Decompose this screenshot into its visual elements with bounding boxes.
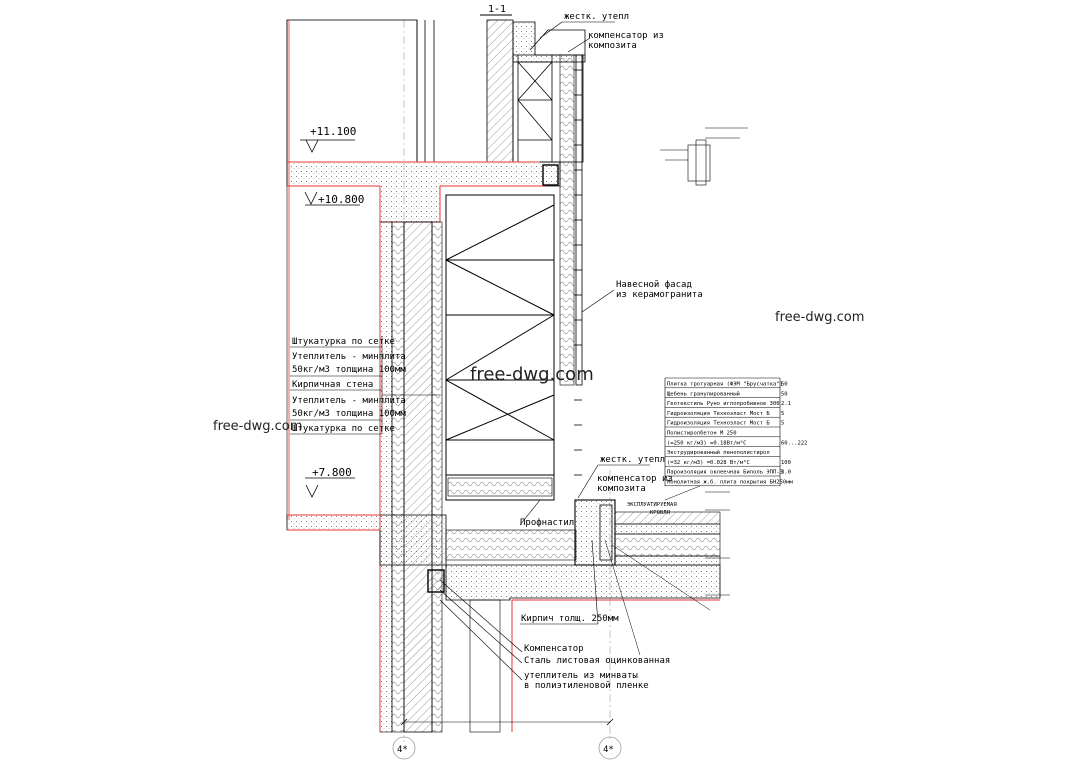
roof-layer-name: Плитка тротуарная (ФЭМ "Брусчатка") [667, 382, 783, 388]
floor-slab-upper [286, 161, 561, 223]
compensator-block [427, 569, 445, 593]
legend-line: 50кг/м3 толщина 100мм [292, 409, 406, 419]
roof-layer-name: Монолитная ж.б. плита покрытия БН250мм [667, 479, 794, 486]
callout-compensator-mid: компенсатор из композита [597, 474, 673, 494]
wall-plaster-left [379, 221, 393, 733]
upper-truss [517, 55, 553, 162]
facade-insulation [559, 54, 575, 386]
corrugated-deck [445, 529, 577, 561]
level-mark-10800: +10.800 [304, 191, 364, 206]
brick-wall [403, 221, 433, 733]
roof-layer-value: 2.1 [781, 401, 791, 407]
roof-layer-name: Геотекстиль Руно иглопробивное 300 [667, 400, 780, 407]
watermark: free-dwg.com [470, 364, 594, 385]
parapet-flashing [529, 29, 586, 55]
callout-facade: Навесной фасад из керамогранита [581, 280, 703, 313]
level-label: +7.800 [312, 466, 352, 479]
callout-text: ЭКСПЛУАТИРУЕМАЯ [627, 502, 677, 508]
callout-rigid-top: жестк. утепл [539, 12, 629, 39]
roof-slab-red [511, 599, 720, 732]
interior-frame [286, 19, 435, 520]
roof-parapet-core [599, 504, 613, 561]
roof-buildup [614, 511, 721, 566]
parapet-cap [512, 21, 586, 63]
roof-layers-table: Плитка тротуарная (ФЭМ "Брусчатка")50Щеб… [664, 377, 808, 501]
roof-slab [445, 564, 721, 601]
legend-line: Штукатурка по сетке [292, 337, 395, 347]
roof-layer-value: 60...222 [781, 440, 808, 446]
legend-line: Штукатурка по сетке [292, 424, 395, 434]
roof-layer-value: 100 [781, 460, 791, 466]
dim-tick-left [400, 718, 408, 726]
callout-text: компенсатор из [588, 31, 664, 41]
callout-text: Навесной фасад [616, 280, 692, 290]
wall-insulation-right [431, 221, 443, 733]
roof-layer-value: 5 [781, 421, 784, 427]
legend-line: Утеплитель - минплита [292, 396, 406, 406]
floor-slab-lower-red [287, 514, 380, 531]
facade-ticks [574, 69, 582, 476]
roof-parapet [574, 499, 616, 566]
callout-text: Сталь листовая оцинкованная [524, 656, 670, 666]
roof-layer-name: Полистиролбетон М 250 [667, 430, 737, 437]
axis-label-right: 4* [603, 745, 614, 755]
legend-line: 50кг/м3 толщина 100мм [292, 365, 406, 375]
truss-bottom-insulation [447, 477, 553, 497]
level-label: +10.800 [318, 193, 364, 206]
legend-line: Утеплитель - минплита [292, 352, 406, 362]
callout-text: Профнастил [520, 518, 574, 528]
roof-layer-name: Гидроизоляция Техноэласт Мост Б [667, 421, 770, 427]
callout-rigid-mid: жестк. утепл [577, 455, 665, 499]
roof-layer-value: 3.0 [781, 470, 791, 476]
dim-tick-right [606, 718, 614, 726]
roof-layer-name: (=250 кг/м3) =0.18Вт/м°С [667, 440, 746, 446]
callout-text: в полиэтиленовой пленке [524, 681, 649, 691]
section-title: 1-1 [488, 4, 506, 15]
legend-line: Кирпичная стена [292, 380, 373, 390]
level-mark-7800: +7.800 [305, 466, 355, 498]
callout-text: композита [588, 41, 637, 51]
wall-legend: Штукатурка по сетке Утеплитель - минплит… [290, 336, 440, 435]
roof-layer-name: (=32 кг/м3) =0.028 Вт/м°С [667, 460, 750, 466]
level-label: +11.100 [310, 125, 356, 138]
roof-layer-name: Гидроизоляция Техноэласт Мост Б [667, 411, 770, 417]
watermark: free-dwg.com [213, 419, 302, 434]
roof-layer-value: 5 [781, 411, 784, 417]
roof-layer-value: 50 [781, 391, 788, 397]
roof-layer-name: Пароизоляция оклеечная Биполь ЭПП-3 [667, 470, 783, 476]
mini-detail [660, 127, 748, 186]
slab-edge-bracket [542, 164, 559, 186]
callout-text: утеплитель из минваты [524, 671, 638, 681]
floor-slab-lower-left [286, 514, 447, 566]
roof-layer-name: Щебень гранулированный [667, 390, 740, 397]
lower-window-frame [469, 599, 501, 733]
axis-label-left: 4* [397, 745, 408, 755]
callout-text: компенсатор из [597, 474, 673, 484]
facade-truss [445, 194, 555, 501]
axis-bubble-right [598, 736, 622, 760]
callout-text: Кирпич толщ. 250мм [521, 614, 619, 624]
callout-text: композита [597, 484, 646, 494]
callout-text: жестк. утепл [564, 12, 629, 22]
callout-bottom-stack: Компенсатор Сталь листовая оцинкованная … [439, 579, 670, 691]
roof-layer-name: Экструдированный пенополистирол [667, 450, 770, 456]
roof-layer-value: 50 [781, 382, 788, 388]
watermark: free-dwg.com [775, 310, 864, 325]
callout-compensator-top: компенсатор из композита [567, 31, 664, 53]
roof-level-ticks [705, 491, 730, 596]
wall-insulation-left [391, 221, 405, 733]
level-mark-11100: +11.100 [300, 125, 356, 153]
callout-roof: ЭКСПЛУАТИРУЕМАЯ КРОВЛЯ [604, 502, 711, 656]
axis-bubble-left [392, 736, 416, 760]
callout-text: Компенсатор [524, 644, 584, 654]
callout-text: из керамогранита [616, 290, 703, 300]
callout-corrugated: Профнастил [519, 499, 574, 528]
callout-text: жестк. утепл [600, 455, 665, 465]
callout-text: КРОВЛЯ [650, 510, 671, 516]
callout-brick: Кирпич толщ. 250мм [520, 539, 619, 625]
upper-brick-wall [486, 19, 514, 163]
